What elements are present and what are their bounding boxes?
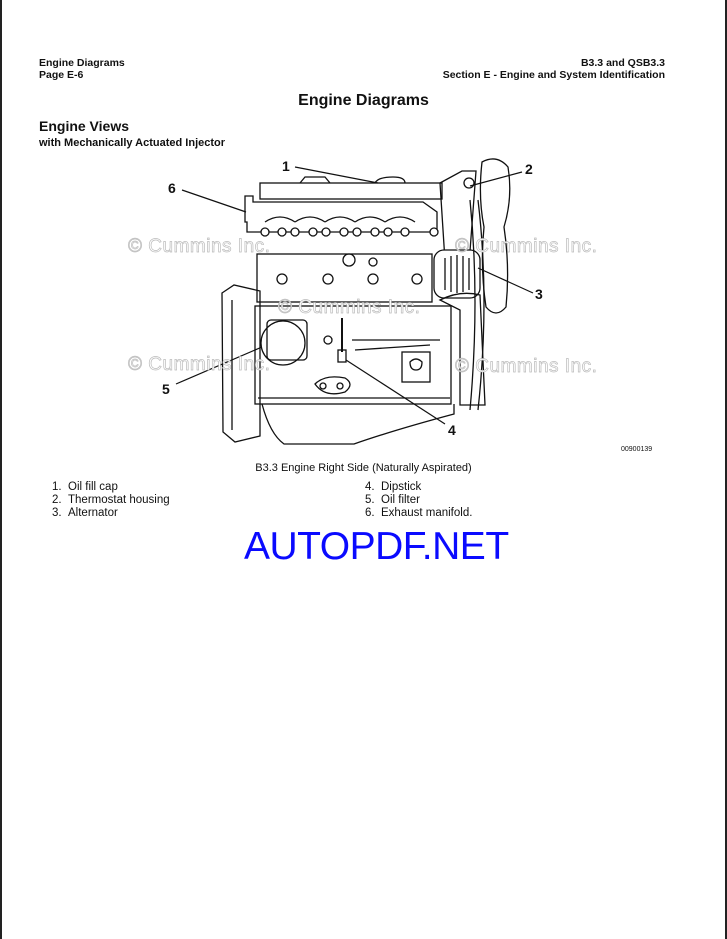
legend-label: Oil filter xyxy=(381,494,420,506)
callout-1: 1 xyxy=(282,158,290,174)
legend-item: 3. Alternator xyxy=(52,507,170,520)
section-title: Engine Views xyxy=(39,118,129,134)
page-title: Engine Diagrams xyxy=(298,92,429,109)
leader-line-3 xyxy=(477,267,534,294)
watermark-cummins: © Cummins Inc. xyxy=(128,354,271,376)
valve-cover xyxy=(259,182,443,200)
figure-id: 00900139 xyxy=(621,446,653,453)
watermark-cummins: © Cummins Inc. xyxy=(455,356,598,378)
header-section-title: Section E - Engine and System Identifica… xyxy=(442,69,665,81)
header-section-name: Engine Diagrams xyxy=(39,57,125,69)
leader-line-1 xyxy=(294,166,379,184)
legend-label: Alternator xyxy=(68,507,118,519)
page-edge-left xyxy=(0,0,2,939)
leader-line-5 xyxy=(175,346,263,385)
engine-block-upper xyxy=(256,253,433,303)
legend-number: 3. xyxy=(52,507,62,519)
watermark-cummins: © Cummins Inc. xyxy=(128,236,271,258)
legend-item: 6. Exhaust manifold. xyxy=(365,507,472,520)
legend-label: Thermostat housing xyxy=(68,494,170,506)
subsection-title: with Mechanically Actuated Injector xyxy=(39,137,226,149)
callout-6: 6 xyxy=(168,180,176,196)
autopdf-watermark: AUTOPDF.NET xyxy=(244,525,509,568)
leader-line-2 xyxy=(469,171,523,187)
callout-4: 4 xyxy=(448,422,456,438)
legend-label: Dipstick xyxy=(381,481,422,493)
legend-label: Oil fill cap xyxy=(68,481,118,493)
exhaust-manifold xyxy=(244,195,438,233)
watermark-cummins: © Cummins Inc. xyxy=(455,236,598,258)
legend-item: 5. Oil filter xyxy=(365,494,472,507)
callout-2: 2 xyxy=(525,161,533,177)
fan-belt xyxy=(469,199,485,411)
legend-number: 1. xyxy=(52,481,62,493)
legend-label: Exhaust manifold. xyxy=(381,507,473,519)
legend-number: 5. xyxy=(365,494,375,506)
engine-diagram xyxy=(175,158,534,445)
legend-left: 1. Oil fill cap 2. Thermostat housing 3. Al… xyxy=(52,481,170,520)
legend-item: 2. Thermostat housing xyxy=(52,494,170,507)
legend-item: 4. Dipstick xyxy=(365,481,472,494)
legend-number: 6. xyxy=(365,507,375,519)
engine-block-lower xyxy=(254,305,452,405)
leader-line-4 xyxy=(345,359,446,425)
header-page-number: Page E-6 xyxy=(39,69,84,81)
pump-plate xyxy=(401,351,431,383)
legend-right: 4. Dipstick 5. Oil filter 6. Exhaust manifo… xyxy=(365,481,472,520)
page-edge-right xyxy=(725,0,727,939)
legend-number: 4. xyxy=(365,481,375,493)
header-engine-model: B3.3 and QSB3.3 xyxy=(580,57,665,69)
oil-filter xyxy=(260,320,306,366)
legend-item: 1. Oil fill cap xyxy=(52,481,170,494)
legend-number: 2. xyxy=(52,494,62,506)
callout-3: 3 xyxy=(535,286,543,302)
header-right: B3.3 and QSB3.3 Section E - Engine and S… xyxy=(443,57,665,81)
header-left: Engine Diagrams Page E-6 xyxy=(39,57,125,81)
flywheel-housing xyxy=(221,284,261,443)
fan xyxy=(479,158,511,314)
leader-line-6 xyxy=(181,189,247,213)
figure-caption: B3.3 Engine Right Side (Naturally Aspira… xyxy=(255,462,472,474)
callout-5: 5 xyxy=(162,381,170,397)
watermark-cummins: © Cummins Inc. xyxy=(278,297,421,319)
thermostat-housing xyxy=(439,170,477,262)
